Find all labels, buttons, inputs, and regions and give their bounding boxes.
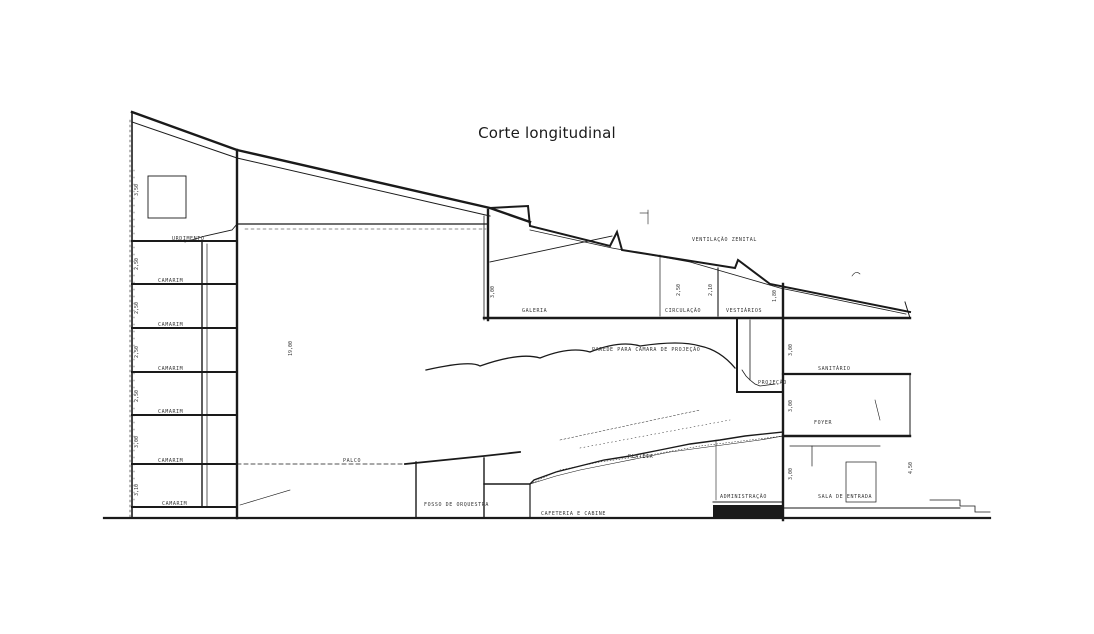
dim-floor-5: 3,00: [134, 436, 140, 448]
basement-slab: [713, 505, 783, 518]
camarim-label-4: CAMARIM: [158, 409, 183, 415]
administracao-label: ADMINISTRAÇÃO: [720, 493, 767, 500]
dim-projection: 3,00: [788, 344, 794, 356]
dim-entrance: 3,00: [788, 468, 794, 480]
urdimento-label: URDIMENTO: [172, 236, 205, 242]
dim-floor-3: 2,50: [134, 346, 140, 358]
drawing-title: Corte longitudinal: [478, 124, 616, 142]
dim-floor-6: 3,10: [134, 484, 140, 496]
dim-right-total: 4,50: [908, 462, 914, 474]
palco-label: PALCO: [343, 458, 361, 464]
sawtooth-roof: [488, 204, 912, 314]
tower-floor-slabs: [131, 240, 238, 508]
projection-beam: [425, 342, 736, 371]
sala-entrada-label: SALA DE ENTRADA: [818, 494, 872, 500]
main-roof: [130, 110, 532, 224]
dim-stage-height: 19,00: [288, 341, 294, 356]
dim-tower-top: 3,50: [134, 184, 140, 196]
camarim-label-2: CAMARIM: [158, 322, 183, 328]
camarim-label-3: CAMARIM: [158, 366, 183, 372]
dim-upper-right: 2,10: [708, 284, 714, 296]
dim-foyer: 3,00: [788, 400, 794, 412]
projection-wall-label: PAREDE PARA CÂMARA DE PROJEÇÃO: [592, 346, 700, 353]
dim-floor-4: 2,50: [134, 390, 140, 402]
dim-upper-edge: 1,80: [772, 290, 778, 302]
projecao-label: PROJEÇÃO: [758, 379, 787, 386]
circulacao-label: CIRCULAÇÃO: [665, 307, 701, 314]
dim-floor-1: 2,50: [134, 258, 140, 270]
orchestra-pit-label: FOSSO DE ORQUESTRA: [424, 502, 489, 508]
vestiarios-label: VESTIÁRIOS: [726, 307, 762, 314]
dim-floor-2: 2,50: [134, 302, 140, 314]
camarim-label-5: CAMARIM: [158, 458, 183, 464]
galeria-label: GALERIA: [522, 308, 547, 314]
plateia-label: PLATÉIA: [628, 452, 653, 460]
dim-upper-left: 3,00: [490, 286, 496, 298]
orchestra-pit: [404, 451, 521, 465]
auditorium-tiers: [483, 431, 784, 485]
foyer-label: FOYER: [814, 420, 832, 426]
roof-ventilation-label: VENTILAÇÃO ZENITAL: [692, 236, 757, 243]
camarim-label-6: CAMARIM: [162, 501, 187, 507]
camarim-label-1: CAMARIM: [158, 278, 183, 284]
dim-upper-mid: 2,50: [676, 284, 682, 296]
entrance-steps: [929, 499, 991, 513]
cafeteria-label: CAFETERIA E CABINE: [541, 511, 606, 517]
sanitario-label: SANITÁRIO: [818, 365, 851, 372]
projection-room: [736, 319, 784, 393]
